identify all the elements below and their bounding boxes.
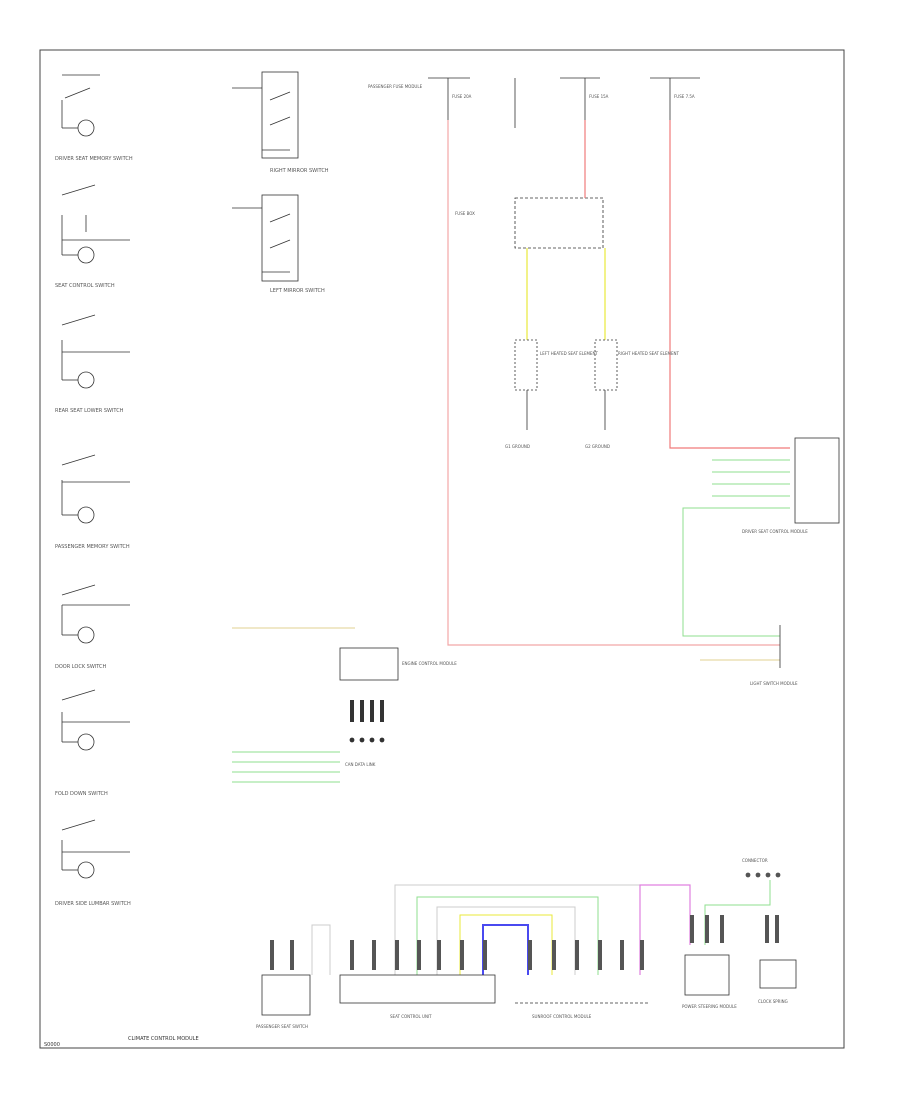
bottom-harness (311, 880, 771, 975)
right-ground-label: G2 GROUND (585, 444, 610, 449)
power-steering-box (684, 954, 730, 996)
switch-4 (61, 454, 130, 524)
sunroof-module-label: SUNROOF CONTROL MODULE (532, 1014, 592, 1019)
right-mirror-switch-box (261, 71, 299, 159)
seat-control-unit-label: SEAT CONTROL UNIT (390, 1014, 432, 1019)
fuse-box (514, 197, 604, 249)
switch-3 (61, 314, 130, 389)
switch-1 (61, 74, 100, 137)
switch-label-2: SEAT CONTROL SWITCH (55, 283, 115, 289)
bottom-module-boxes (261, 954, 797, 1016)
mirror-switches (232, 71, 299, 282)
fuse-label-3: FUSE 7.5A (674, 94, 695, 99)
fuse-box-label: FUSE BOX (455, 211, 475, 216)
left-switch-column (61, 74, 130, 879)
switch-label-4: PASSENGER MEMORY SWITCH (55, 544, 130, 550)
red-wire-main (447, 120, 780, 646)
passenger-seat-switch-label: PASSENGER SEAT SWITCH (256, 1024, 308, 1029)
bottom-connector-label: CONNECTOR (742, 858, 768, 863)
switch-label-5: DOOR LOCK SWITCH (55, 664, 107, 670)
right-heater-label: RIGHT HEATED SEAT ELEMENT (618, 351, 680, 356)
green-wires-driver (712, 459, 790, 497)
left-switch-labels: DRIVER SEAT MEMORY SWITCH SEAT CONTROL S… (55, 156, 133, 907)
clock-spring-box (759, 959, 797, 989)
diagram-frame (39, 49, 845, 1049)
fuse-label-1: FUSE 20A (452, 94, 472, 99)
light-switch-label: LIGHT SWITCH MODULE (750, 681, 798, 686)
left-mirror-label: LEFT MIRROR SWITCH (270, 288, 325, 294)
switch-label-7: DRIVER SIDE LUMBAR SWITCH (55, 901, 131, 907)
top-fuses (428, 77, 700, 128)
driver-module-label: DRIVER SEAT CONTROL MODULE (742, 529, 808, 534)
left-mirror-switch-box (261, 194, 299, 282)
clock-spring-label: CLOCK SPRING (758, 999, 788, 1004)
switch-label-3: REAR SEAT LOWER SWITCH (55, 408, 124, 414)
green-wires-ecm (232, 751, 340, 783)
switch-7 (61, 819, 130, 879)
heated-elements (514, 339, 618, 430)
right-mirror-label: RIGHT MIRROR SWITCH (270, 168, 329, 174)
left-ground-label: G1 GROUND (505, 444, 530, 449)
can-data-label: CAN DATA LINK (345, 762, 376, 767)
switch-label-6: FOLD DOWN SWITCH (55, 791, 108, 797)
bottom-connector-pins (270, 872, 781, 970)
switch-2 (61, 184, 130, 264)
red-wire-driver (669, 120, 790, 449)
switch-6 (61, 689, 130, 751)
power-steering-label: POWER STEERING MODULE (682, 1004, 737, 1009)
left-heater-label: LEFT HEATED SEAT ELEMENT (540, 351, 598, 356)
fuse-label-2: FUSE 15A (589, 94, 609, 99)
passenger-module-label: PASSENGER FUSE MODULE (368, 84, 423, 89)
seat-control-unit-box (339, 974, 496, 1004)
climate-module-label: CLIMATE CONTROL MODULE (128, 1036, 199, 1042)
switch-label-1: DRIVER SEAT MEMORY SWITCH (55, 156, 133, 162)
engine-control-module (339, 647, 399, 681)
green-wire-loop (682, 507, 790, 637)
passenger-seat-switch-box (261, 974, 311, 1016)
switch-5 (61, 584, 130, 644)
engine-module-pins (349, 700, 385, 743)
driver-seat-module (794, 437, 840, 524)
page-code: S0000 (44, 1042, 60, 1048)
engine-module-label: ENGINE CONTROL MODULE (402, 661, 457, 666)
